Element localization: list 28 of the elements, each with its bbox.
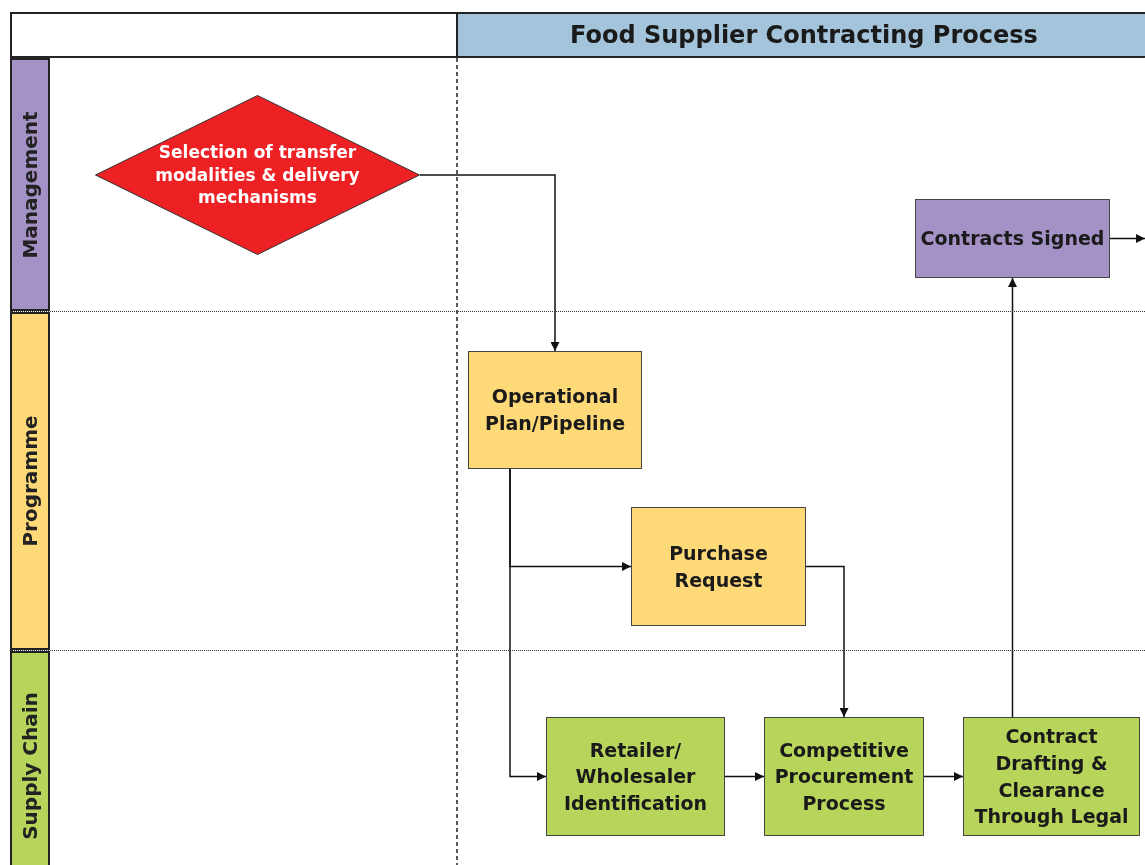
node-label: Selection of transfer modalities & delivery mechanisms [154, 140, 361, 210]
connector-arrow [724, 772, 765, 781]
node-label: Retailer/ Wholesaler Identification [563, 737, 708, 816]
diagram-title: Food Supplier Contracting Process [570, 21, 1038, 49]
lane-title: Supply Chain [18, 691, 42, 840]
process-box [915, 199, 1110, 278]
swimlane [10, 57, 1145, 311]
process-box [468, 351, 642, 469]
lane-title: Management [18, 110, 42, 259]
connector-arrow [419, 174, 560, 352]
lane-title: Programme [18, 415, 42, 547]
swimlane [10, 650, 1145, 865]
process-box [764, 717, 924, 836]
node-label: Contracts Signed [919, 226, 1106, 252]
connector-arrow [1008, 277, 1017, 718]
connector-arrow [805, 565, 849, 718]
connector-arrow [923, 772, 964, 781]
node-label: Competitive Procurement Process [773, 737, 915, 816]
process-box [631, 507, 806, 626]
decision-diamond [95, 95, 420, 255]
connector-arrow [1109, 234, 1145, 243]
node-label: Operational Plan/Pipeline [483, 384, 627, 436]
process-box [546, 717, 725, 836]
node-label: Purchase Request [668, 540, 769, 593]
node-label: Contract Drafting & Clearance Through Legal [973, 724, 1130, 830]
process-box [963, 717, 1140, 836]
swimlane [10, 311, 1145, 650]
connector-arrow [509, 468, 547, 781]
